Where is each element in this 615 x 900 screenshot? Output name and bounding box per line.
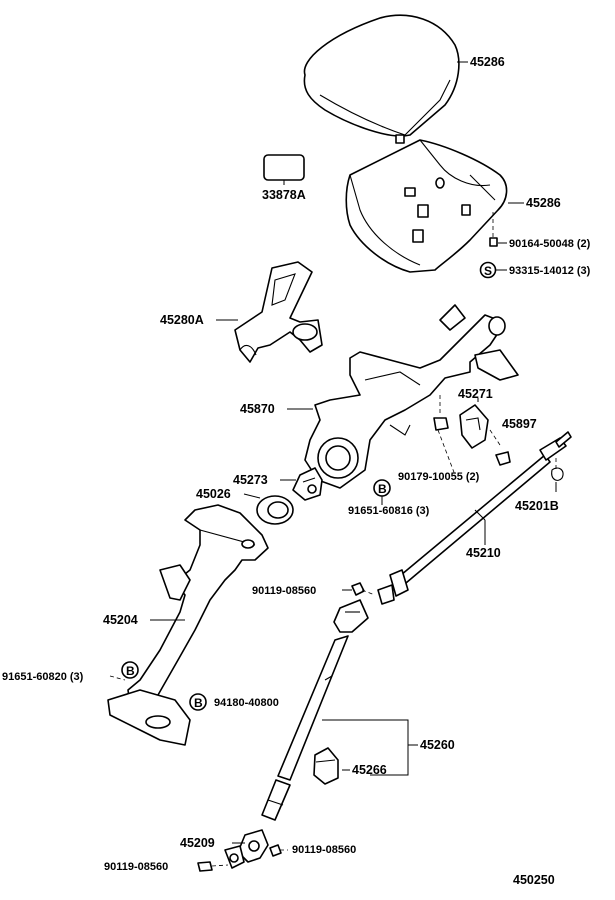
label-45260: 45260 xyxy=(420,738,455,752)
steering-shaft-45260 xyxy=(261,599,369,821)
label-45286-upper: 45286 xyxy=(470,55,505,69)
column-tube-45204 xyxy=(107,504,269,746)
label-45286-lower: 45286 xyxy=(526,196,561,210)
label-90164-50048: 90164-50048 (2) xyxy=(509,238,591,250)
label-90119-08560-middle: 90119-08560 xyxy=(252,585,316,597)
symbol-b-left: B xyxy=(126,664,135,678)
clip-45201b xyxy=(551,458,564,481)
symbol-b-right-circle xyxy=(189,693,207,711)
label-45266: 45266 xyxy=(352,763,387,777)
label-45273: 45273 xyxy=(233,473,268,487)
screw-90164 xyxy=(489,212,498,247)
label-91651-60820: 91651-60820 (3) xyxy=(2,671,84,683)
clip-45271 xyxy=(459,404,489,449)
label-90179-10055: 90179-10055 (2) xyxy=(398,471,480,483)
label-45870: 45870 xyxy=(240,402,275,416)
bolt-45897 xyxy=(489,429,511,466)
bushing-45273 xyxy=(292,467,323,501)
label-45210: 45210 xyxy=(466,546,501,560)
boot-45266 xyxy=(313,747,339,785)
label-45271: 45271 xyxy=(458,387,493,401)
symbol-b-left-circle xyxy=(121,661,139,679)
label-90119-08560-left: 90119-08560 xyxy=(104,861,168,873)
universal-joint-45209 xyxy=(224,829,269,869)
column-bracket-45870 xyxy=(304,304,519,489)
label-45204: 45204 xyxy=(103,613,138,627)
bolt-90119-left xyxy=(197,861,213,872)
lower-column-cover xyxy=(345,139,508,273)
symbol-b-top: B xyxy=(378,482,387,496)
label-45897: 45897 xyxy=(502,417,537,431)
bolt-90119-middle xyxy=(351,582,365,596)
upper-column-cover xyxy=(303,14,460,144)
label-45201b: 45201B xyxy=(515,499,559,513)
bolt-90119-right xyxy=(269,844,282,857)
label-45026: 45026 xyxy=(196,487,231,501)
label-93315-14012: 93315-14012 (3) xyxy=(509,265,591,277)
symbol-s: S xyxy=(484,264,492,278)
diagram-number: 450250 xyxy=(513,873,555,887)
label-94180-40800: 94180-40800 xyxy=(214,697,279,709)
label-90119-08560-right: 90119-08560 xyxy=(292,844,356,856)
bracket-45280a xyxy=(234,261,323,363)
symbol-b-right: B xyxy=(194,696,203,710)
pad-33878a xyxy=(263,154,305,181)
label-33878a: 33878A xyxy=(262,188,306,202)
symbol-s-circle xyxy=(479,261,497,279)
label-91651-60816: 91651-60816 (3) xyxy=(348,505,430,517)
label-45280a: 45280A xyxy=(160,313,204,327)
nut-90179 xyxy=(433,395,449,431)
seal-45026 xyxy=(256,495,294,525)
intermediate-shaft-45210 xyxy=(377,431,572,605)
label-45209: 45209 xyxy=(180,836,215,850)
